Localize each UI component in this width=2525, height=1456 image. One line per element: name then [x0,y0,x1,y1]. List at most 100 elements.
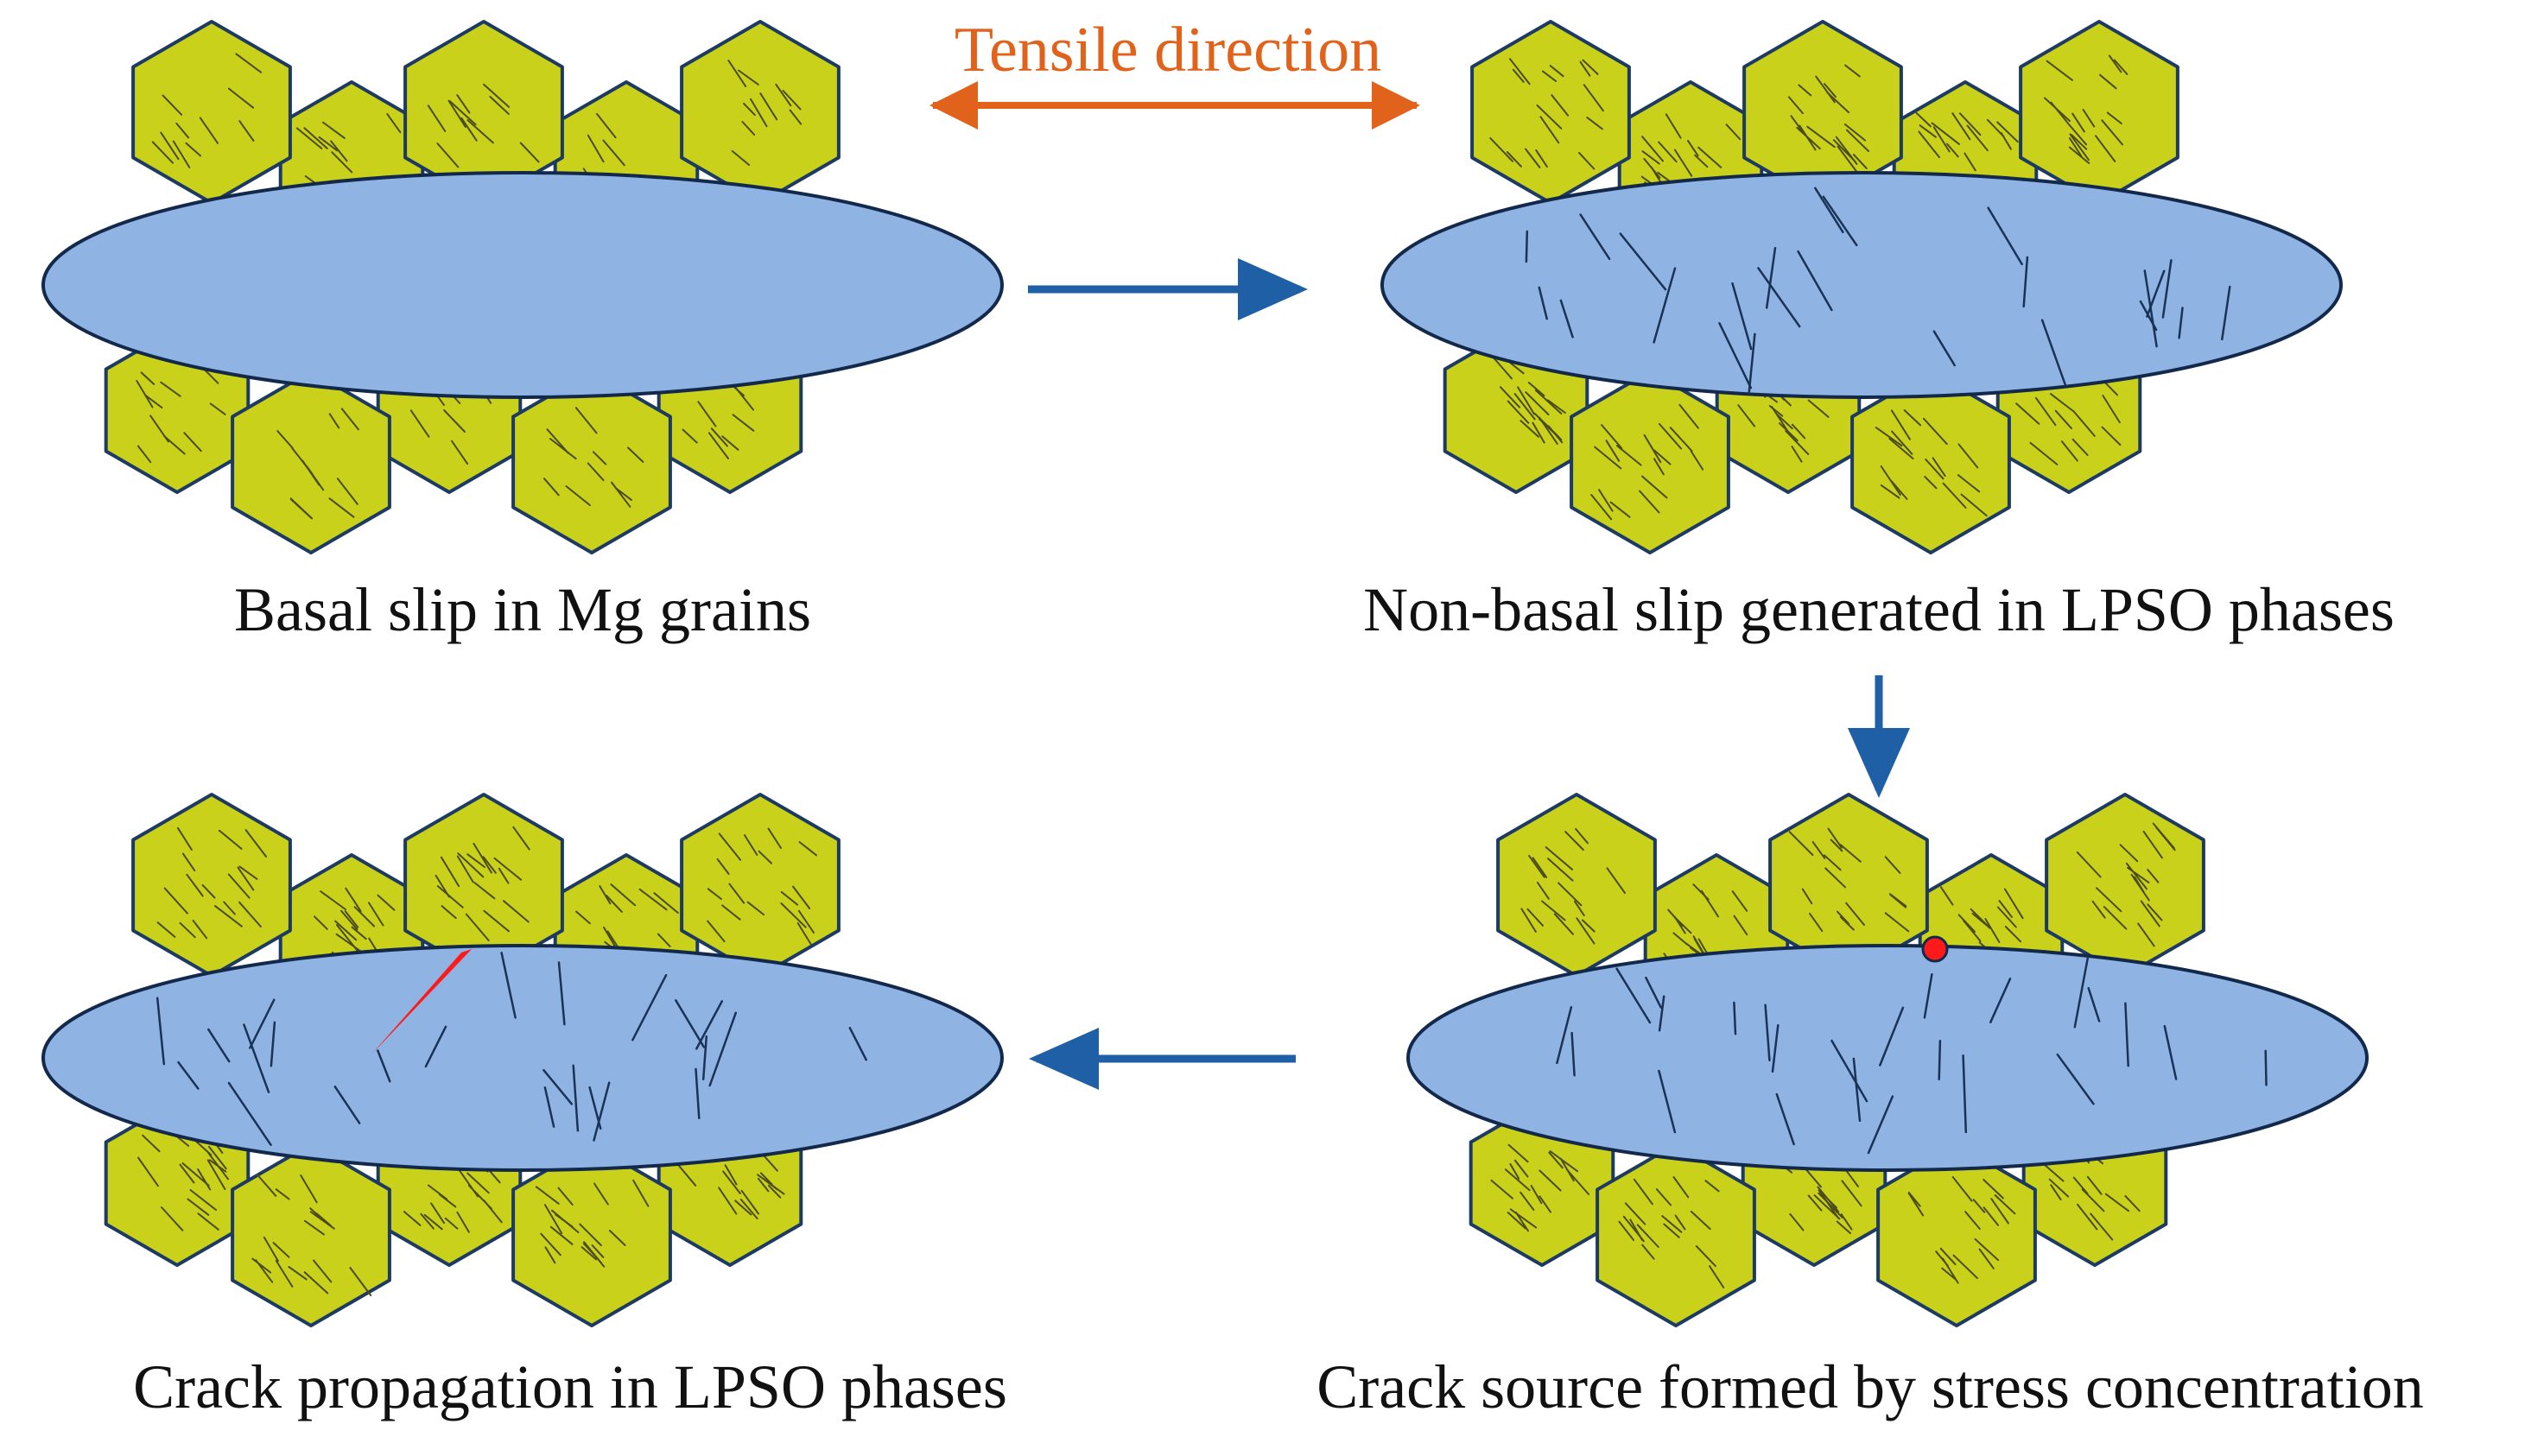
mg-grain [403,20,564,205]
mg-grain [1768,793,1929,978]
lpso-slip-line [2022,256,2029,308]
slip-line [206,1159,226,1190]
slip-line [2071,134,2088,150]
lpso-slip-line [2040,319,2067,388]
slip-line [275,1260,294,1288]
slip-line [1994,1194,2016,1215]
slip-line [1903,409,1922,427]
lpso-slip-line [333,1086,361,1124]
lpso-slip-line [1989,978,2012,1023]
slip-line [540,1232,561,1257]
slip-line [489,96,510,115]
slip-line [732,414,755,432]
mg-grain [511,370,672,554]
slip-line [1690,450,1704,471]
slip-line [303,1271,329,1295]
slip-line [739,1199,758,1219]
slip-line [1695,1245,1716,1268]
slip-line [1824,867,1846,889]
lpso-slip-line [1867,1095,1894,1155]
slip-line [460,117,478,142]
slip-line [1509,1208,1538,1229]
slip-line [610,883,637,907]
slip-line [1785,430,1810,455]
lpso-slip-line [1579,213,1611,261]
slip-line [1558,882,1583,907]
slip-line [741,121,756,136]
slip-line [579,1223,602,1247]
slip-line [2095,135,2116,162]
lpso-slip-line [1987,206,2023,266]
slip-line [2035,396,2057,427]
slip-line [1641,475,1668,499]
slip-line [1685,942,1703,956]
slip-line [457,852,485,878]
lpso-slip-line [557,961,566,1026]
slip-line [334,920,358,941]
slip-line [482,856,497,874]
slip-line [1809,912,1824,933]
slip-line [209,402,226,415]
slip-line [1586,117,1603,130]
lpso-slip-line [1797,250,1833,312]
slip-line [1526,908,1544,927]
slip-line [456,855,474,883]
slip-line [718,1187,738,1215]
lpso-slip-line [1757,267,1801,328]
slip-line [2147,869,2160,883]
slip-line [1629,1219,1643,1241]
slip-line [498,867,510,884]
slip-line [336,478,358,505]
mg-grain [403,793,564,978]
slip-line [1779,422,1799,442]
slip-line [1884,856,1901,874]
slip-line [796,922,812,945]
slip-line [599,885,612,905]
slip-line [2048,1178,2070,1198]
slip-line [1970,908,1991,929]
lpso-slip-line [2161,259,2173,319]
slip-line [2125,862,2148,890]
slip-line [744,834,758,856]
slip-line [2076,851,2102,878]
slip-line [181,1162,210,1187]
slip-line [156,921,176,938]
slip-line [697,401,717,427]
slip-line [546,428,569,454]
slip-line [456,94,471,114]
slip-line [707,432,729,459]
slip-line [440,856,460,888]
slip-line [1789,1212,1805,1231]
lpso-slip-line [543,1086,555,1128]
slip-line [1839,844,1862,863]
slip-line [328,413,340,429]
mg-grain [1496,793,1657,978]
slip-line [1513,1159,1529,1178]
slip-line [409,409,430,438]
slip-line [1974,1238,2000,1262]
slip-line [466,853,485,868]
slip-line [592,451,607,465]
slip-line [1672,932,1689,946]
slip-line [676,1162,697,1187]
lpso-slip-line [2178,307,2184,339]
slip-line [1846,129,1869,152]
slip-line [430,1202,446,1225]
slip-line [2099,73,2117,90]
slip-line [2071,112,2085,133]
mg-grain [131,20,292,205]
mg-grain-hexagon [1570,370,1730,554]
slip-line [160,131,180,161]
slip-line [1890,479,1908,500]
mg-grain [131,793,292,978]
slip-line [1605,440,1621,462]
slip-line [2069,133,2090,161]
slip-line [2101,119,2123,146]
slip-line [740,1189,759,1215]
slip-line [1536,104,1563,130]
lpso-slip-line [631,973,668,1041]
slip-line [340,909,358,931]
slip-line [757,1174,785,1195]
slip-line [1776,413,1793,430]
mg-grain-hexagon [680,793,841,978]
